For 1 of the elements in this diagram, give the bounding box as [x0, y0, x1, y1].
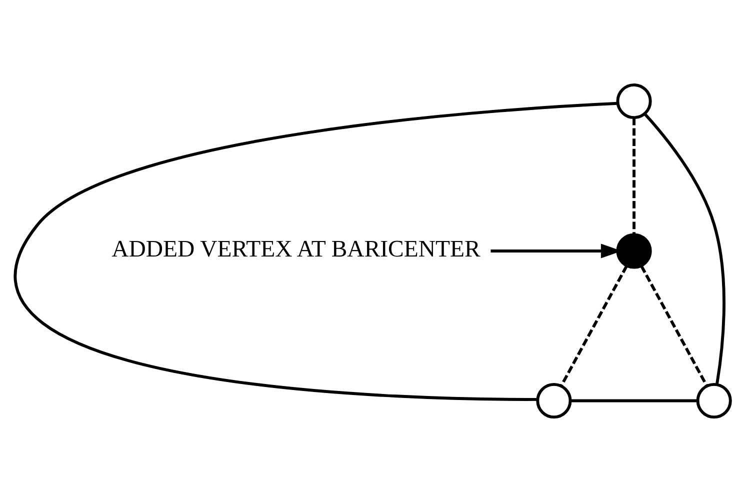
- node-text: ADDED VERTEX AT BARICENTER: [112, 236, 480, 263]
